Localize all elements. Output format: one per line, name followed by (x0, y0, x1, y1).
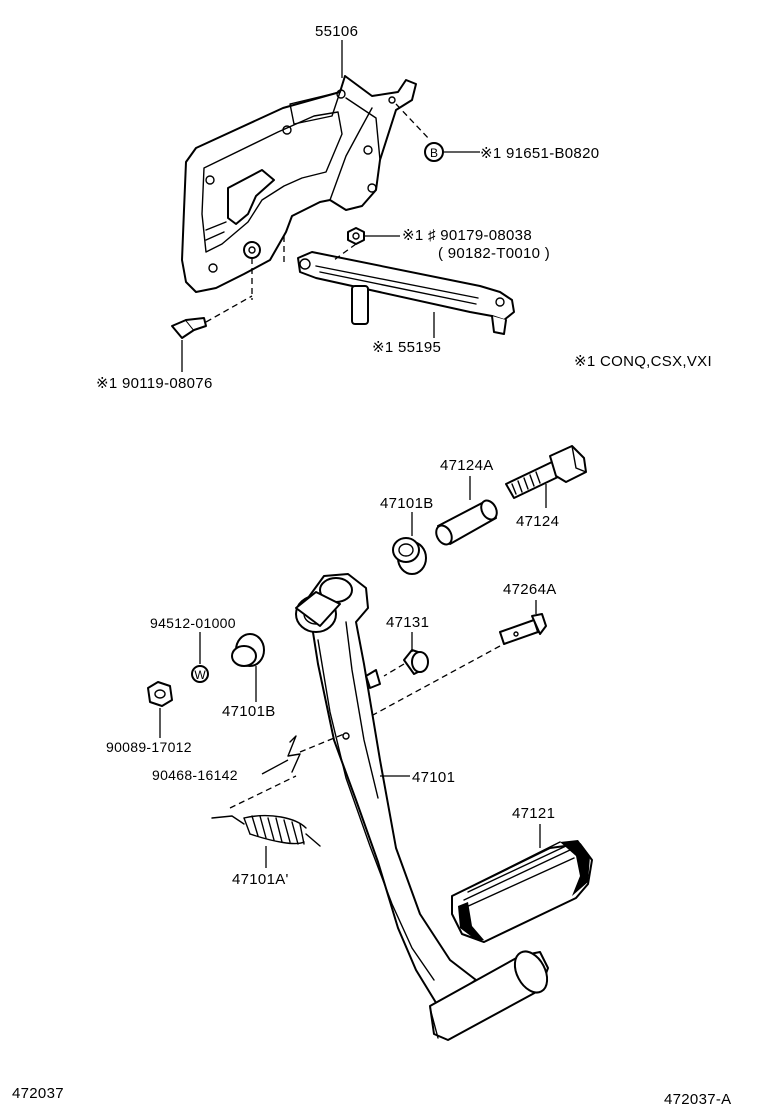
plate-55195 (297, 251, 515, 335)
label-47124a: 47124A (440, 457, 494, 474)
washer-94512 (191, 665, 209, 683)
label-47101b-upper: 47101B (380, 495, 434, 512)
label-90468-16142: 90468-16142 (152, 767, 238, 783)
pedal-foot (429, 950, 549, 1041)
label-47131: 47131 (386, 614, 429, 631)
collar-47124a (435, 499, 498, 546)
pin-47264a (499, 613, 547, 645)
bushing-47101b-lower (231, 633, 265, 667)
spring-47101a (211, 814, 321, 847)
bracket-55106 (181, 75, 417, 293)
label-55106: 55106 (315, 23, 358, 40)
clip-90468 (287, 735, 301, 773)
bolt-90119 (171, 317, 207, 339)
diagram-id-left: 472037 (12, 1085, 64, 1102)
bolt-b-marker-letter: B (430, 146, 438, 160)
bolt-47124 (505, 445, 587, 499)
washer-marker-letter: W (194, 668, 206, 682)
pedal-arm-47101 (295, 573, 477, 1007)
label-47124: 47124 (516, 513, 559, 530)
nut-90089 (147, 681, 173, 707)
label-91651-b0820: ※1 91651-B0820 (480, 145, 599, 162)
label-90089-17012: 90089-17012 (106, 739, 192, 755)
label-47101: 47101 (412, 769, 455, 786)
label-47264a: 47264A (503, 581, 557, 598)
pedal-pad-47121 (451, 840, 593, 943)
note-conq-csx-vxi: ※1 CONQ,CSX,VXI (574, 353, 712, 370)
bushing-47101b-upper (392, 537, 427, 575)
nut-90179 (347, 227, 365, 245)
label-90179-08038: ※1 ♯ 90179-08038 (402, 227, 532, 244)
label-90119-08076: ※1 90119-08076 (96, 375, 213, 392)
label-47101a-prime: 47101A' (232, 871, 289, 888)
label-90182-t0010: ( 90182-T0010 ) (438, 245, 550, 262)
label-47101b-lower: 47101B (222, 703, 276, 720)
bolt-b-marker (424, 142, 444, 162)
diagram-id-right: 472037-A (664, 1091, 731, 1108)
label-94512-01000: 94512-01000 (150, 615, 236, 631)
cushion-47131 (403, 649, 429, 675)
label-55195: ※1 55195 (372, 339, 441, 356)
label-47121: 47121 (512, 805, 555, 822)
